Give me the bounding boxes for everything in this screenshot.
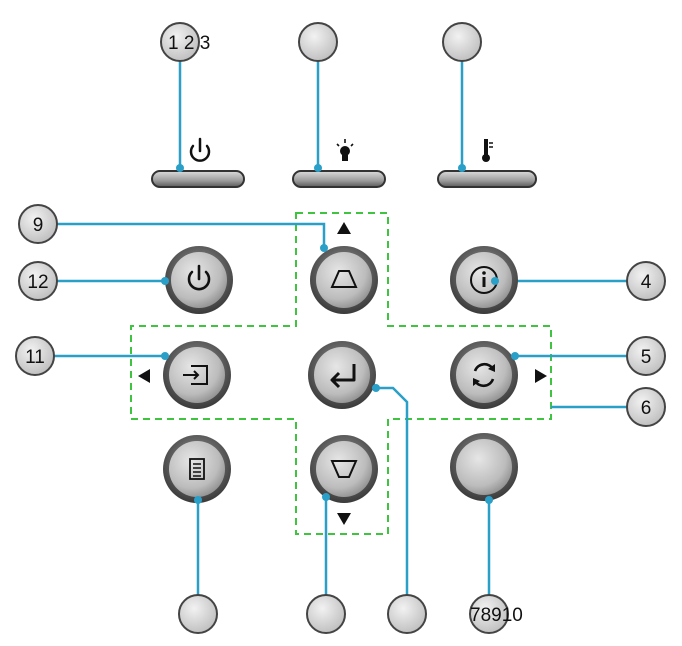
power-led-bar bbox=[151, 170, 245, 188]
leader-lines bbox=[35, 60, 628, 595]
thermometer-icon bbox=[482, 139, 493, 162]
callout-source-button: 11 bbox=[15, 336, 55, 376]
enter-button[interactable] bbox=[308, 341, 376, 409]
keystone-up-button[interactable] bbox=[310, 246, 378, 314]
callout-four-way-keypad: 6 bbox=[626, 387, 666, 427]
callout-label-blank-button: 78910 bbox=[470, 605, 523, 626]
arrow-up-icon bbox=[337, 222, 351, 234]
menu-icon bbox=[189, 458, 205, 480]
info-button[interactable] bbox=[450, 246, 518, 314]
trapezoid-up-icon bbox=[330, 270, 358, 288]
callout-enter-button bbox=[387, 594, 427, 634]
callout-menu-button bbox=[178, 594, 218, 634]
power-icon bbox=[187, 264, 211, 291]
trapezoid-down-icon bbox=[330, 460, 358, 478]
source-icon bbox=[183, 365, 208, 385]
callout-temp-led bbox=[442, 22, 482, 62]
arrow-down-icon bbox=[337, 513, 351, 525]
callout-label-source-button: 11 bbox=[25, 347, 45, 368]
enter-icon bbox=[330, 364, 356, 389]
callout-blank-button: 78910 bbox=[469, 594, 523, 634]
resync-button[interactable] bbox=[450, 341, 518, 409]
keypad-dashed-outline bbox=[130, 212, 552, 535]
power-icon bbox=[189, 137, 211, 162]
temp-led-bar bbox=[437, 170, 537, 188]
blank-button[interactable] bbox=[450, 433, 518, 501]
callout-resync-button: 5 bbox=[626, 336, 666, 376]
callout-label-power-button: 12 bbox=[27, 272, 48, 293]
leader-endpoints bbox=[161, 164, 519, 504]
callout-power-led: 1 2 3 bbox=[160, 22, 210, 62]
arrow-left-icon bbox=[138, 369, 150, 383]
callout-label-resync-button: 5 bbox=[641, 347, 652, 368]
callout-label-keystone-up: 9 bbox=[33, 215, 44, 236]
callout-power-button: 12 bbox=[18, 261, 58, 301]
power-button[interactable] bbox=[165, 246, 233, 314]
arrow-right-icon bbox=[535, 369, 547, 383]
menu-button[interactable] bbox=[163, 435, 231, 503]
callout-lamp-led bbox=[298, 22, 338, 62]
callout-label-info-button: 4 bbox=[641, 272, 652, 293]
keystone-down-button[interactable] bbox=[310, 435, 378, 503]
callout-label-four-way-keypad: 6 bbox=[641, 398, 652, 419]
lamp-led-bar bbox=[292, 170, 386, 188]
lamp-icon bbox=[336, 139, 354, 161]
callout-label-power-led: 1 2 3 bbox=[168, 33, 210, 54]
callout-keystone-up: 9 bbox=[18, 204, 58, 244]
callout-info-button: 4 bbox=[626, 261, 666, 301]
resync-icon bbox=[473, 362, 495, 388]
callout-keystone-down bbox=[306, 594, 346, 634]
source-button[interactable] bbox=[163, 341, 231, 409]
